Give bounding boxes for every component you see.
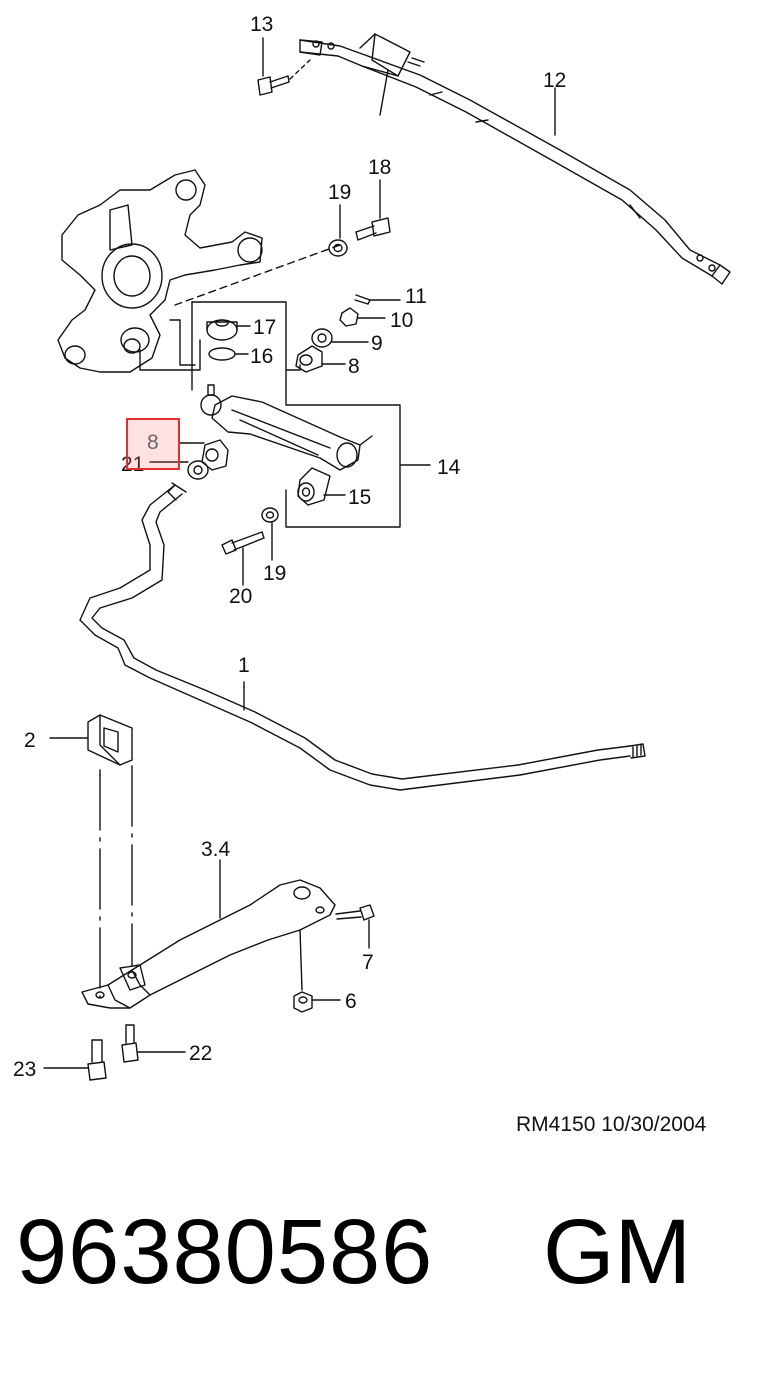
highlight-box-part-8[interactable]: [126, 418, 180, 470]
part-7-bolt: [335, 904, 375, 949]
part-17-bushing: [206, 319, 251, 341]
callout-17: 17: [253, 316, 277, 339]
callout-1: 1: [238, 654, 250, 677]
part-20-bolt: [221, 531, 265, 586]
leader-knuckle-16: [169, 319, 196, 366]
callout-19-top: 19: [328, 181, 352, 204]
part-13-bolt: [257, 37, 311, 96]
callout-18: 18: [368, 156, 392, 179]
part-1-stabilizer-bar: [79, 482, 646, 791]
callout-23: 23: [13, 1058, 37, 1081]
callout-20: 20: [229, 585, 253, 608]
callout-9: 9: [371, 332, 383, 355]
callout-15: 15: [348, 486, 372, 509]
callout-12: 12: [543, 69, 567, 92]
part-8-bushing-top: [295, 345, 346, 373]
callout-14: 14: [437, 456, 461, 479]
callout-6: 6: [345, 990, 357, 1013]
part-18-bolt: [355, 179, 391, 241]
part-22-bolt: [121, 1024, 186, 1063]
part-8-bushing-highlighted: [179, 439, 229, 471]
steering-knuckle: [57, 169, 263, 373]
callout-11: 11: [405, 285, 427, 308]
part-11-cotter-pin: [354, 294, 401, 305]
drawing-reference: RM4150 10/30/2004: [516, 1113, 707, 1136]
part-23-bolt: [43, 1039, 107, 1081]
callout-2: 2: [24, 729, 36, 752]
part-34-bracket: [81, 859, 336, 1009]
part-2-bushing: [49, 714, 133, 999]
part-number: 96380586: [16, 1201, 434, 1303]
highlight-label-8: 8: [147, 431, 159, 454]
part-19-washer-bottom: [261, 507, 279, 561]
part-9-washer: [311, 328, 369, 348]
part-6-nut: [293, 991, 341, 1013]
leader-knuckle-bracket: [139, 339, 201, 371]
callout-16: 16: [250, 345, 274, 368]
callout-7: 7: [362, 951, 374, 974]
brand-name: GM: [543, 1201, 692, 1303]
callout-3-4: 3.4: [201, 838, 231, 861]
callout-10: 10: [390, 309, 414, 332]
part-16-ring: [208, 347, 249, 361]
callout-13: 13: [250, 13, 274, 36]
callout-19-bottom: 19: [263, 562, 287, 585]
part-10-nut: [339, 307, 386, 327]
part-14-control-arm: [191, 301, 431, 528]
part-21-washer: [149, 460, 209, 480]
callout-8-top: 8: [348, 355, 360, 378]
callout-22: 22: [189, 1042, 213, 1065]
leader-knuckle-19: [174, 244, 341, 306]
part-12-rod: [299, 33, 731, 285]
part-19-washer-top: [328, 204, 348, 257]
